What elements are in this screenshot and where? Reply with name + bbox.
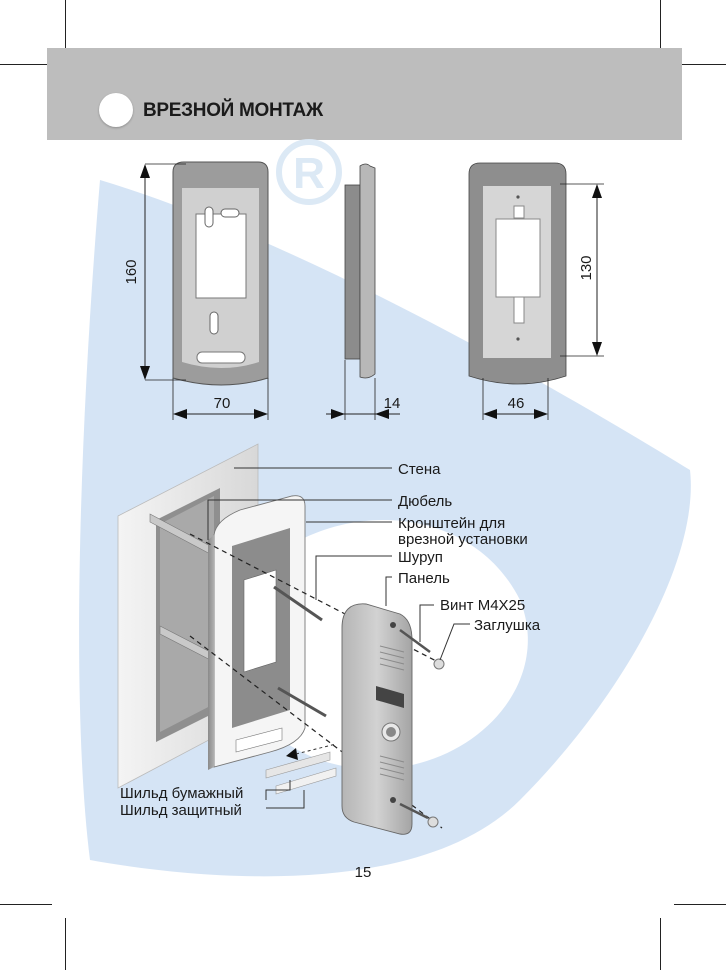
callout-leaders (207, 467, 470, 809)
bolts-and-plugs (399, 628, 445, 828)
callout-bolt: Винт М4Х25 (440, 597, 525, 614)
callout-dowel: Дюбель (398, 493, 452, 510)
watermark-registered-icon (276, 139, 342, 205)
dimension-width-46: 46 (482, 378, 549, 420)
crop-mark (65, 0, 66, 48)
dimension-width-70: 70 (172, 378, 269, 420)
nameplates (265, 743, 337, 795)
door-panel (341, 603, 413, 835)
crop-mark (674, 904, 726, 905)
callout-protective-plate: Шильд защитный (120, 802, 242, 819)
crop-mark (660, 918, 661, 970)
dimension-label: 160 (123, 259, 140, 284)
dimension-label: 46 (508, 395, 525, 412)
header-bullet (99, 93, 133, 127)
dimension-height-160: 160 (123, 163, 186, 381)
crop-mark (0, 64, 52, 65)
crop-mark (660, 0, 661, 48)
watermark-registered-letter: R (293, 149, 325, 198)
dimension-depth-14: 14 (326, 360, 400, 420)
crop-mark (0, 904, 52, 905)
dimension-label: 70 (214, 395, 231, 412)
mounting-bracket (208, 495, 306, 770)
callout-plug: Заглушка (474, 617, 541, 634)
crop-mark (65, 918, 66, 970)
callout-wall: Стена (398, 461, 441, 478)
callout-bracket-line1: Кронштейн для (398, 515, 505, 532)
section-title: ВРЕЗНОЙ МОНТАЖ (143, 100, 323, 121)
bracket-front-view (172, 161, 269, 386)
panel-rear-view (468, 162, 567, 385)
dowels (149, 513, 223, 667)
dimension-label: 130 (578, 255, 595, 280)
crop-mark (674, 64, 726, 65)
callout-screw: Шуруп (398, 549, 443, 566)
page-number: 15 (354, 864, 372, 881)
dimension-height-130: 130 (560, 183, 604, 357)
callout-bracket-line2: врезной установки (398, 531, 528, 548)
screws (273, 585, 327, 718)
callout-panel: Панель (398, 570, 450, 587)
bracket-side-view (344, 163, 376, 379)
callout-paper-plate: Шильд бумажный (120, 785, 243, 802)
section-header: ВРЕЗНОЙ МОНТАЖ (47, 48, 682, 140)
dimension-label: 14 (384, 395, 401, 412)
